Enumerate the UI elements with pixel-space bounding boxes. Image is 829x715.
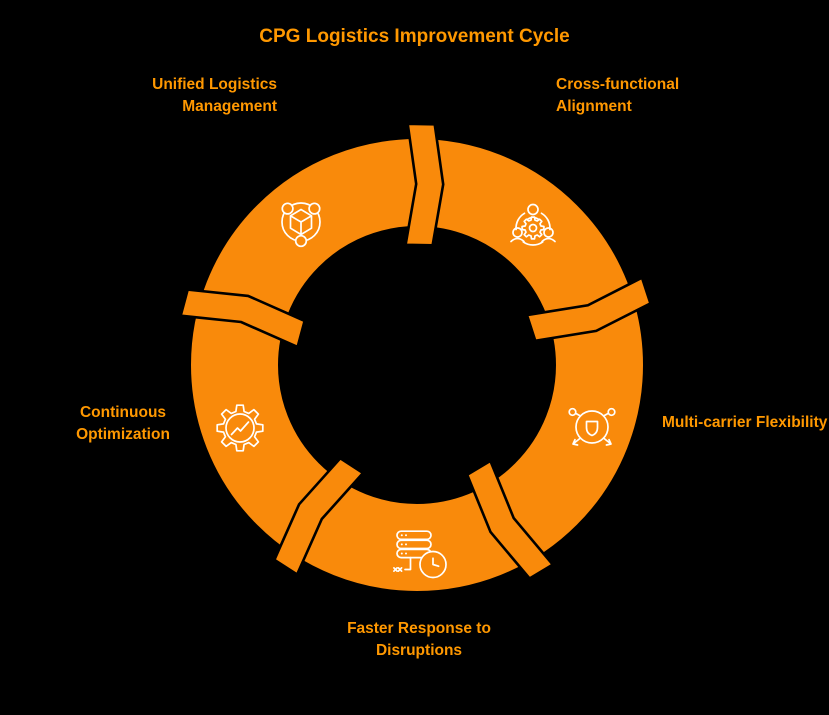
step-label-line: Unified Logistics [152, 76, 277, 93]
step-label-faster-response: Faster Response to Disruptions [289, 618, 549, 662]
step-label-line: Multi-carrier Flexibility [662, 414, 828, 431]
segment-divider-arrow-bottom-right [465, 459, 555, 581]
step-label-multi-carrier-flexibility: Multi-carrier Flexibility [662, 412, 827, 434]
step-label-cross-functional-alignment: Cross-functional Alignment [556, 74, 679, 118]
segment-divider-arrow-left [179, 288, 307, 349]
step-label-line: Disruptions [375, 642, 463, 659]
segment-divider-arrow-bottom-left [272, 456, 365, 577]
step-label-line: Faster Response to [347, 620, 491, 637]
team-collaboration-icon [510, 203, 556, 246]
cube-network-icon [281, 202, 321, 248]
step-label-line: Alignment [556, 98, 632, 115]
step-label-line: Continuous [79, 404, 167, 421]
step-label-line: Management [182, 98, 277, 115]
step-label-unified-logistics-management: Unified Logistics Management [152, 74, 277, 118]
step-label-continuous-optimization: Continuous Optimization [43, 402, 203, 446]
step-label-line: Cross-functional [556, 76, 680, 93]
server-clock-icon [393, 530, 447, 579]
gear-chart-icon [216, 404, 264, 452]
segment-divider-arrow-right [525, 275, 652, 343]
step-label-line: Optimization [76, 426, 170, 443]
segment-divider-arrow-top [404, 122, 445, 247]
shield-routing-icon [568, 407, 616, 446]
page-title: CPG Logistics Improvement Cycle [259, 26, 570, 47]
